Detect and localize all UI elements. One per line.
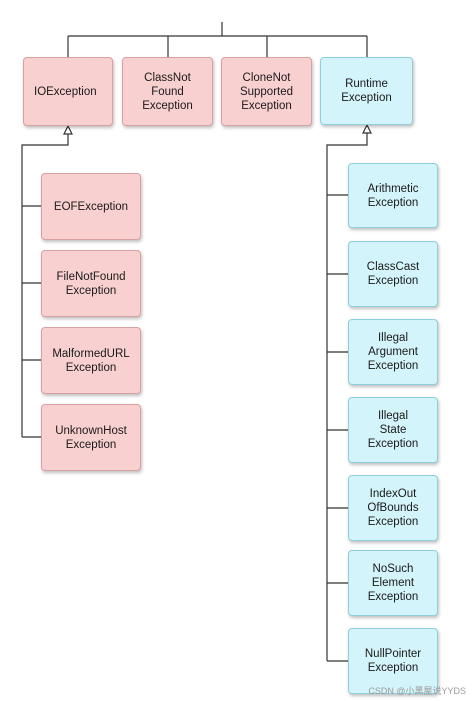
clonenotsupportedexception-node: CloneNot Supported Exception <box>221 57 312 126</box>
classnotfoundexception-node: ClassNot Found Exception <box>122 57 213 126</box>
arithmeticexception-node: Arithmetic Exception <box>348 163 438 228</box>
ioexception-node: IOException <box>23 57 113 126</box>
watermark: CSDN @小黑屋说YYDS <box>368 686 466 696</box>
io-trunk <box>21 134 69 437</box>
runtime-trunk <box>326 133 368 661</box>
illegalstateexception-node: Illegal State Exception <box>348 397 438 463</box>
classcastexception-node: ClassCast Exception <box>348 241 438 307</box>
eofexception-node: EOFException <box>41 173 141 240</box>
unknownhostexception-node: UnknownHost Exception <box>41 404 141 471</box>
io-inheritance-arrow <box>63 124 73 135</box>
filenotfoundexception-node: FileNotFound Exception <box>41 250 141 317</box>
nullpointerexception-node: NullPointer Exception <box>348 628 438 694</box>
runtimeexception-node: Runtime Exception <box>320 57 413 125</box>
indexoutofboundsexception-node: IndexOut OfBounds Exception <box>348 475 438 541</box>
illegalargumentexception-node: Illegal Argument Exception <box>348 319 438 385</box>
runtime-inheritance-arrow <box>362 123 372 134</box>
nosuchelementexception-node: NoSuch Element Exception <box>348 550 438 616</box>
malformedurlexception-node: MalformedURL Exception <box>41 327 141 394</box>
